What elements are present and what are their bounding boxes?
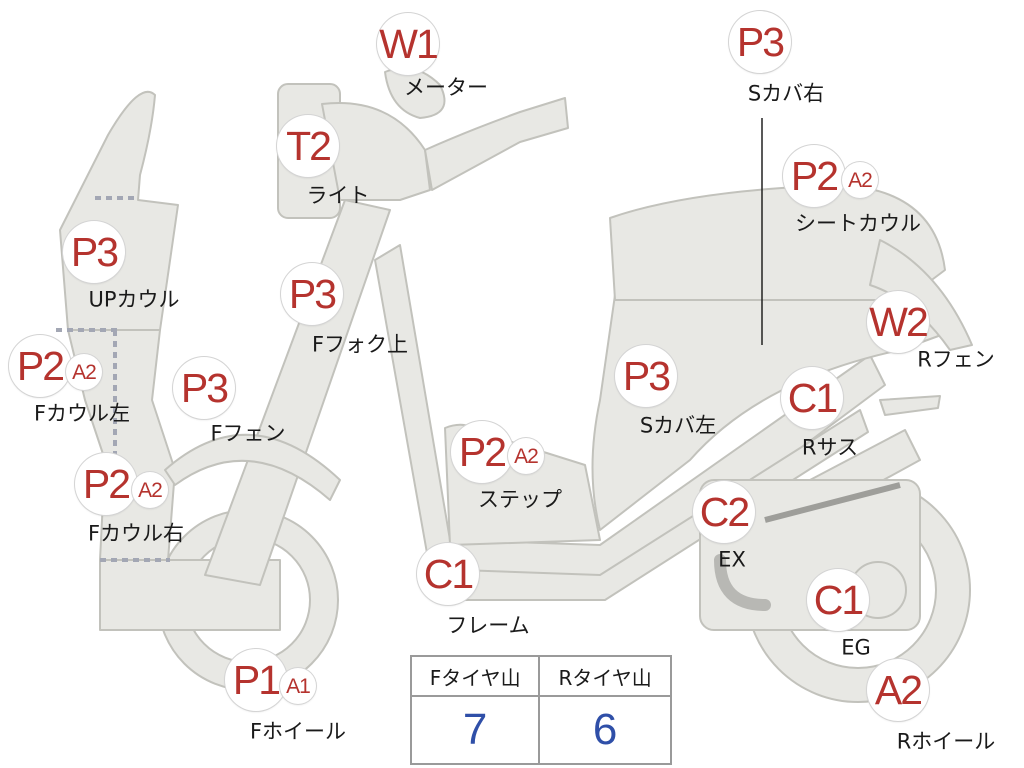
- tire-table-header-row: Fタイヤ山 Rタイヤ山: [409, 655, 672, 697]
- label-r-sus: Rサス: [801, 435, 859, 460]
- rear-tire-header: Rタイヤ山: [538, 655, 672, 697]
- label-f-cowl-left: Fカウル左: [33, 401, 131, 426]
- label-step: ステップ: [478, 487, 562, 512]
- badge-p3-ffork-upper[interactable]: P3: [281, 263, 343, 325]
- label-f-wheel: Fホイール: [249, 719, 347, 744]
- badge-a1-fwheel[interactable]: A1: [280, 668, 316, 704]
- side-cover-shape: [591, 269, 956, 531]
- front-fork-shape: [204, 199, 391, 586]
- front-tire-header: Fタイヤ山: [409, 655, 541, 697]
- label-s-cover-left: Sカバ左: [639, 413, 717, 438]
- badge-a2-step[interactable]: A2: [508, 438, 544, 474]
- badge-w2-rfender[interactable]: W2: [867, 291, 929, 353]
- badge-p2-fcowl-left[interactable]: P2: [9, 335, 71, 397]
- front-fender-shape: [164, 433, 341, 501]
- label-f-cowl-right: Fカウル右: [87, 521, 185, 546]
- label-f-fork-upper: Fフォク上: [311, 332, 409, 357]
- tire-table-value-row: 7 6: [409, 695, 672, 765]
- badge-t2-light[interactable]: T2: [277, 115, 339, 177]
- badge-p1-fwheel[interactable]: P1: [225, 649, 287, 711]
- label-up-cowl: UPカウル: [88, 287, 180, 312]
- badge-a2-fcowl-right[interactable]: A2: [132, 472, 168, 508]
- badge-p3-scover-right[interactable]: P3: [729, 11, 791, 73]
- badge-p3-scover-left[interactable]: P3: [615, 345, 677, 407]
- label-frame: フレーム: [446, 613, 530, 638]
- badge-a2-seat-cowl[interactable]: A2: [842, 162, 878, 198]
- badge-p2-fcowl-right[interactable]: P2: [75, 453, 137, 515]
- label-seat-cowl: シートカウル: [795, 211, 921, 236]
- label-meter: メーター: [404, 75, 488, 100]
- badge-p3-ffender[interactable]: P3: [173, 357, 235, 419]
- badge-a2-rwheel[interactable]: A2: [867, 659, 929, 721]
- label-r-fender: Rフェン: [917, 347, 995, 372]
- badge-p3-upcowl[interactable]: P3: [63, 221, 125, 283]
- label-s-cover-right: Sカバ右: [747, 81, 825, 106]
- exhaust-pipe-shape: [714, 554, 771, 611]
- badge-a2-fcowl-left[interactable]: A2: [66, 354, 102, 390]
- label-eg: EG: [841, 635, 871, 660]
- label-ex: EX: [718, 547, 746, 572]
- label-light: ライト: [306, 183, 370, 208]
- label-r-wheel: Rホイール: [896, 729, 996, 754]
- label-f-fender: Fフェン: [210, 421, 286, 446]
- badge-c2-ex[interactable]: C2: [693, 481, 755, 543]
- badge-w1-meter[interactable]: W1: [377, 13, 439, 75]
- rear-tire-value[interactable]: 6: [538, 695, 672, 765]
- badge-p2-seat-cowl[interactable]: P2: [783, 145, 845, 207]
- badge-c1-eg[interactable]: C1: [807, 569, 869, 631]
- badge-c1-rsus[interactable]: C1: [781, 367, 843, 429]
- badge-p2-step[interactable]: P2: [451, 421, 513, 483]
- badge-c1-frame[interactable]: C1: [417, 543, 479, 605]
- handlebar-shape: [321, 102, 431, 201]
- front-tire-value[interactable]: 7: [409, 695, 541, 765]
- tire-tread-table: Fタイヤ山 Rタイヤ山 7 6: [409, 655, 672, 765]
